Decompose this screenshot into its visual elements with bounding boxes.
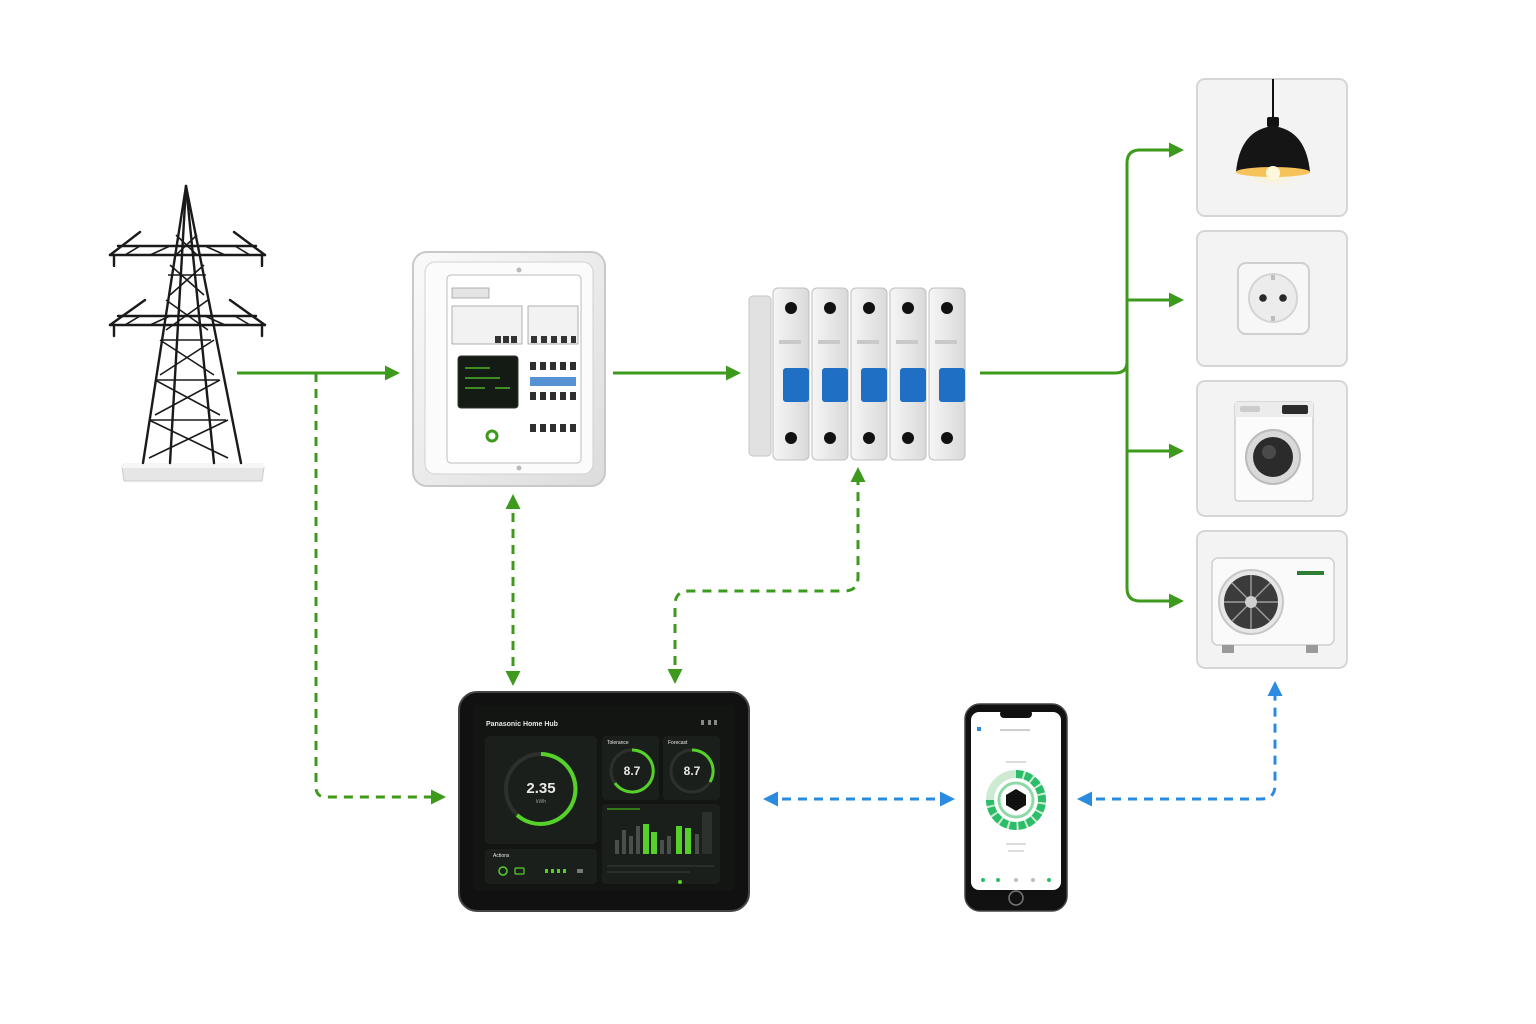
tablet-card2-value: 8.7 [684, 764, 701, 778]
air-conditioner-icon [1211, 557, 1335, 653]
tablet-header: Panasonic Home Hub [486, 721, 558, 728]
tablet-bottom-title: Actions [493, 853, 510, 859]
wall-socket-icon [1237, 262, 1310, 335]
transmission-tower-icon [108, 184, 267, 482]
appliance-card-washer [1196, 380, 1348, 517]
breaker-module [772, 287, 810, 461]
circuit-breaker-icon [748, 287, 966, 461]
phone-ring-gauge [986, 770, 1046, 830]
washing-machine-icon [1234, 401, 1314, 502]
tablet-big-value: 2.35 [526, 780, 555, 797]
breaker-module [811, 287, 849, 461]
tablet-card2-title: Forecast [668, 740, 688, 746]
link-phone-appliances [1077, 681, 1283, 807]
pendant-lamp-icon [1236, 79, 1310, 190]
smartphone-icon [964, 703, 1068, 912]
flow-bus-vertical [1114, 148, 1141, 603]
appliance-card-socket [1196, 230, 1348, 367]
data-tower-to-tablet [314, 373, 446, 805]
breaker-module [889, 287, 927, 461]
breaker-module [928, 287, 966, 461]
tablet-big-unit: kWh [536, 799, 546, 805]
connectors [237, 142, 1283, 807]
tablet-bar-chart [615, 812, 712, 854]
tablet-card1-title: Tolerance [607, 740, 629, 746]
breaker-module [850, 287, 888, 461]
appliance-card-lamp [1196, 78, 1348, 217]
distribution-board-icon [412, 251, 606, 487]
data-tablet-to-breakers [667, 467, 866, 684]
appliance-card-ac [1196, 530, 1348, 669]
tablet-icon: Panasonic Home Hub 2.35 kWh Tolerance 8.… [458, 691, 750, 912]
tablet-card1-value: 8.7 [624, 764, 641, 778]
